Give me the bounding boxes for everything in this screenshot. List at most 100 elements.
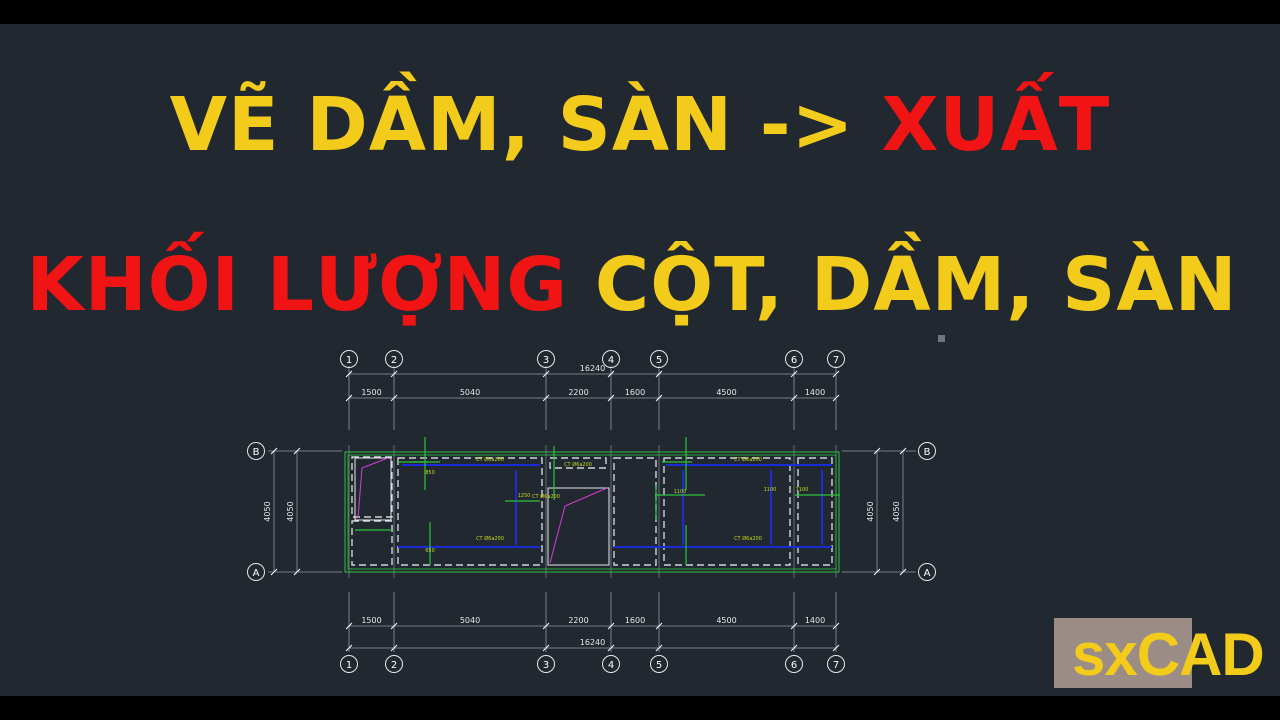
annotation-0: CT Ø6a200 bbox=[476, 456, 504, 463]
dim-tick-span-top-0 bbox=[345, 394, 353, 402]
dim-vertical-right-inner: 4050 bbox=[866, 501, 875, 521]
axis-bubble-left-A-label: A bbox=[253, 568, 260, 579]
annotation-10: 850 bbox=[425, 470, 435, 476]
axis-bubble-bottom-2-circle bbox=[385, 655, 403, 673]
dim-tick-total-top-1 bbox=[390, 370, 398, 378]
axis-bubble-bottom-3-circle bbox=[537, 655, 555, 673]
dim-tick-span-bottom-4 bbox=[655, 622, 663, 630]
dim-tick-span-bottom-0 bbox=[345, 622, 353, 630]
dim-span-top-2: 2200 bbox=[568, 388, 588, 397]
dim-vertical-left-outer: 4050 bbox=[263, 501, 272, 521]
axis-bubble-top-6-circle bbox=[785, 350, 803, 368]
dim-vertical-tick-a-right-outer bbox=[899, 568, 907, 576]
axis-bubble-bottom-4-label: 4 bbox=[608, 660, 614, 671]
cad-canvas[interactable]: VẼ DẦM, SÀN -> XUẤT KHỐI LƯỢNG CỘT, DẦM,… bbox=[0, 24, 1280, 696]
dim-tick-total-bottom-1 bbox=[390, 644, 398, 652]
dim-tick-span-top-3 bbox=[607, 394, 615, 402]
beam-panel-6 bbox=[797, 457, 833, 566]
axis-bubble-top-6-label: 6 bbox=[791, 355, 797, 366]
annotation-5: CT Ø6a200 bbox=[532, 493, 560, 500]
title-line-1: VẼ DẦM, SÀN -> XUẤT bbox=[0, 82, 1280, 168]
dim-span-top-0: 1500 bbox=[361, 388, 381, 397]
axis-bubble-top-3-label: 3 bbox=[543, 355, 549, 366]
stair-opening-hatch bbox=[357, 457, 389, 519]
axis-bubble-right-A-label: A bbox=[924, 568, 931, 579]
axis-bubble-bottom-6-circle bbox=[785, 655, 803, 673]
dim-span-top-3: 1600 bbox=[625, 388, 645, 397]
dim-tick-span-top-4 bbox=[655, 394, 663, 402]
axis-bubble-left-B-circle bbox=[247, 442, 265, 460]
title-line-1-part-1: VẼ DẦM, SÀN -> bbox=[169, 82, 882, 168]
annotation-2: CT Ø6a200 bbox=[734, 456, 762, 463]
dim-span-bottom-2: 2200 bbox=[568, 616, 588, 625]
dim-span-top-4: 4500 bbox=[716, 388, 736, 397]
annotation-8: 1100 bbox=[764, 487, 777, 493]
axis-bubble-top-2-circle bbox=[385, 350, 403, 368]
dim-tick-total-top-5 bbox=[790, 370, 798, 378]
annotation-4: CT Ø6a200 bbox=[734, 535, 762, 542]
axis-bubble-top-5-circle bbox=[650, 350, 668, 368]
dim-span-bottom-3: 1600 bbox=[625, 616, 645, 625]
dim-vertical-tick-b-right-inner bbox=[873, 447, 881, 455]
axis-bubble-bottom-5-label: 5 bbox=[656, 660, 662, 671]
axis-bubble-bottom-3-label: 3 bbox=[543, 660, 549, 671]
dim-tick-total-bottom-6 bbox=[832, 644, 840, 652]
beam-panel-4 bbox=[613, 457, 657, 566]
axis-bubble-left-A-circle bbox=[247, 563, 265, 581]
dim-tick-total-top-0 bbox=[345, 370, 353, 378]
axis-bubble-top-7-circle bbox=[827, 350, 845, 368]
logo-background bbox=[1054, 618, 1192, 688]
stair-opening-outline bbox=[354, 457, 392, 521]
axis-bubble-top-7-label: 7 bbox=[833, 355, 839, 366]
dim-total-top: 16240 bbox=[580, 364, 605, 373]
title-line-1-part-2: XUẤT bbox=[881, 82, 1111, 168]
dim-tick-total-bottom-3 bbox=[607, 644, 615, 652]
dim-tick-span-top-2 bbox=[542, 394, 550, 402]
annotation-1: CT Ø6a200 bbox=[564, 461, 592, 468]
dim-tick-total-bottom-2 bbox=[542, 644, 550, 652]
dim-vertical-tick-a-left-inner bbox=[293, 568, 301, 576]
dim-vertical-tick-a-left-outer bbox=[270, 568, 278, 576]
dim-span-bottom-0: 1500 bbox=[361, 616, 381, 625]
dim-span-top-1: 5040 bbox=[460, 388, 480, 397]
annotation-11: 650 bbox=[425, 548, 435, 554]
dim-vertical-tick-b-left-outer bbox=[270, 447, 278, 455]
axis-bubble-top-1-label: 1 bbox=[346, 355, 352, 366]
axis-bubble-bottom-7-circle bbox=[827, 655, 845, 673]
dim-tick-span-bottom-3 bbox=[607, 622, 615, 630]
dim-tick-total-top-6 bbox=[832, 370, 840, 378]
dim-vertical-tick-a-right-inner bbox=[873, 568, 881, 576]
void-opening-outline bbox=[547, 487, 610, 566]
axis-bubble-bottom-1-label: 1 bbox=[346, 660, 352, 671]
dim-tick-total-bottom-4 bbox=[655, 644, 663, 652]
annotation-3: CT Ø6a200 bbox=[476, 535, 504, 542]
axis-bubble-right-B-circle bbox=[918, 442, 936, 460]
beam-panel-2 bbox=[397, 457, 543, 566]
axis-bubble-top-3-circle bbox=[537, 350, 555, 368]
axis-bubble-top-5-label: 5 bbox=[656, 355, 662, 366]
axis-bubble-right-B-label: B bbox=[924, 447, 931, 458]
dim-tick-total-top-2 bbox=[542, 370, 550, 378]
dim-span-bottom-4: 4500 bbox=[716, 616, 736, 625]
annotation-9: 1100 bbox=[796, 487, 809, 493]
dim-vertical-tick-b-left-inner bbox=[293, 447, 301, 455]
dim-tick-total-bottom-5 bbox=[790, 644, 798, 652]
axis-bubble-top-4-circle bbox=[602, 350, 620, 368]
beam-panel-3 bbox=[549, 457, 607, 469]
dim-tick-span-bottom-6 bbox=[832, 622, 840, 630]
dim-tick-total-bottom-0 bbox=[345, 644, 353, 652]
dim-tick-span-top-5 bbox=[790, 394, 798, 402]
beam-panel-1 bbox=[351, 520, 393, 566]
dim-span-top-5: 1400 bbox=[805, 388, 825, 397]
slab-outline-outer bbox=[344, 451, 840, 573]
slab-outline-inner bbox=[347, 454, 837, 570]
dim-vertical-left-inner: 4050 bbox=[286, 501, 295, 521]
sxcad-logo: sxCAD bbox=[1054, 618, 1280, 688]
title-line-2-part-1: KHỐI LƯỢNG bbox=[26, 242, 595, 328]
beam-panel-0 bbox=[351, 456, 393, 518]
title-line-2-part-2: CỘT, DẦM, SÀN bbox=[594, 242, 1238, 328]
axis-bubble-right-A-circle bbox=[918, 563, 936, 581]
dim-vertical-right-outer: 4050 bbox=[892, 501, 901, 521]
title-line-2: KHỐI LƯỢNG CỘT, DẦM, SÀN bbox=[0, 242, 1272, 328]
